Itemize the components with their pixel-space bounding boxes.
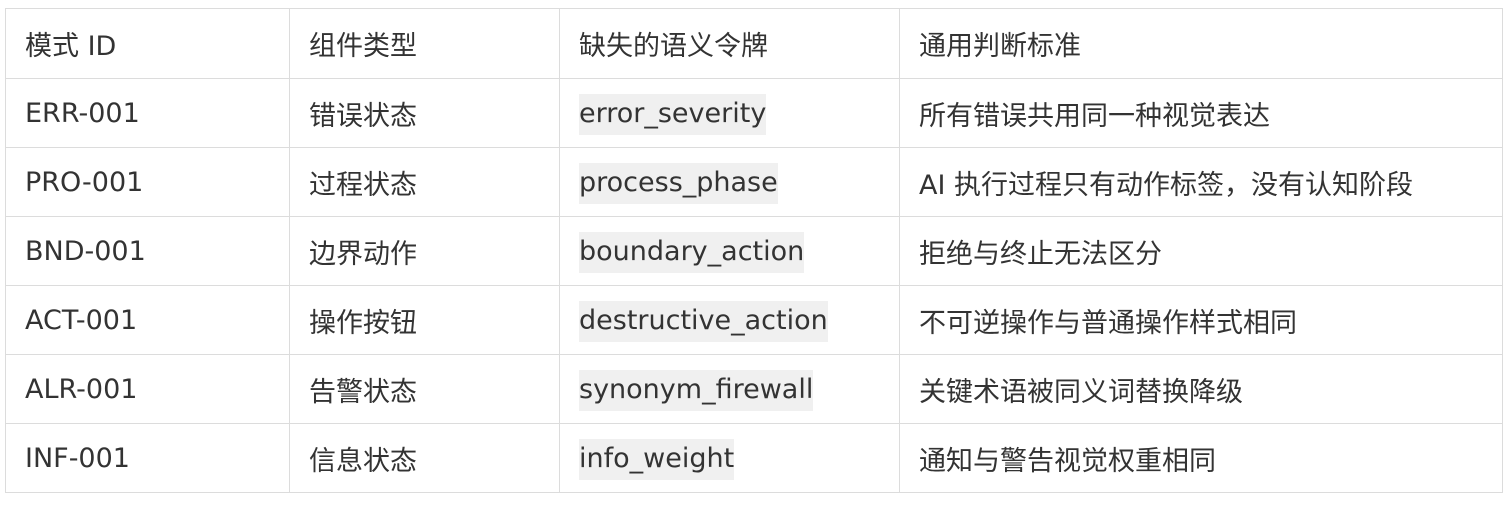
cell-missing-token: info_weight xyxy=(559,423,900,493)
table-row: PRO-001 过程状态 process_phase AI 执行过程只有动作标签… xyxy=(5,147,1503,217)
cell-component-type: 错误状态 xyxy=(289,78,560,148)
cell-pattern-id: BND-001 xyxy=(5,216,290,286)
token-code: synonym_firewall xyxy=(579,369,814,411)
cell-criterion: 拒绝与终止无法区分 xyxy=(899,216,1503,286)
cell-component-type: 边界动作 xyxy=(289,216,560,286)
cell-component-type: 信息状态 xyxy=(289,423,560,493)
cell-criterion: 通知与警告视觉权重相同 xyxy=(899,423,1503,493)
cell-criterion: 关键术语被同义词替换降级 xyxy=(899,354,1503,424)
cell-missing-token: destructive_action xyxy=(559,285,900,355)
cell-pattern-id: INF-001 xyxy=(5,423,290,493)
cell-missing-token: synonym_firewall xyxy=(559,354,900,424)
cell-component-type: 过程状态 xyxy=(289,147,560,217)
semantic-token-pattern-table: 模式 ID 组件类型 缺失的语义令牌 通用判断标准 ERR-001 错误状态 e… xyxy=(5,8,1503,493)
cell-criterion: 所有错误共用同一种视觉表达 xyxy=(899,78,1503,148)
token-code: destructive_action xyxy=(579,300,828,342)
header-missing-token: 缺失的语义令牌 xyxy=(559,8,900,79)
token-code: boundary_action xyxy=(579,231,805,273)
table-header-row: 模式 ID 组件类型 缺失的语义令牌 通用判断标准 xyxy=(5,8,1503,79)
cell-criterion: AI 执行过程只有动作标签，没有认知阶段 xyxy=(899,147,1503,217)
cell-pattern-id: ACT-001 xyxy=(5,285,290,355)
table-row: ALR-001 告警状态 synonym_firewall 关键术语被同义词替换… xyxy=(5,354,1503,424)
cell-pattern-id: ERR-001 xyxy=(5,78,290,148)
cell-pattern-id: PRO-001 xyxy=(5,147,290,217)
pattern-table-container: 模式 ID 组件类型 缺失的语义令牌 通用判断标准 ERR-001 错误状态 e… xyxy=(5,8,1503,493)
header-criterion: 通用判断标准 xyxy=(899,8,1503,79)
header-component-type: 组件类型 xyxy=(289,8,560,79)
table-row: INF-001 信息状态 info_weight 通知与警告视觉权重相同 xyxy=(5,423,1503,493)
cell-criterion: 不可逆操作与普通操作样式相同 xyxy=(899,285,1503,355)
token-code: process_phase xyxy=(579,162,778,204)
token-code: error_severity xyxy=(579,93,767,135)
table-row: BND-001 边界动作 boundary_action 拒绝与终止无法区分 xyxy=(5,216,1503,286)
cell-missing-token: process_phase xyxy=(559,147,900,217)
table-row: ERR-001 错误状态 error_severity 所有错误共用同一种视觉表… xyxy=(5,78,1503,148)
cell-component-type: 操作按钮 xyxy=(289,285,560,355)
cell-component-type: 告警状态 xyxy=(289,354,560,424)
header-pattern-id: 模式 ID xyxy=(5,8,290,79)
cell-pattern-id: ALR-001 xyxy=(5,354,290,424)
table-row: ACT-001 操作按钮 destructive_action 不可逆操作与普通… xyxy=(5,285,1503,355)
cell-missing-token: boundary_action xyxy=(559,216,900,286)
token-code: info_weight xyxy=(579,438,735,480)
cell-missing-token: error_severity xyxy=(559,78,900,148)
